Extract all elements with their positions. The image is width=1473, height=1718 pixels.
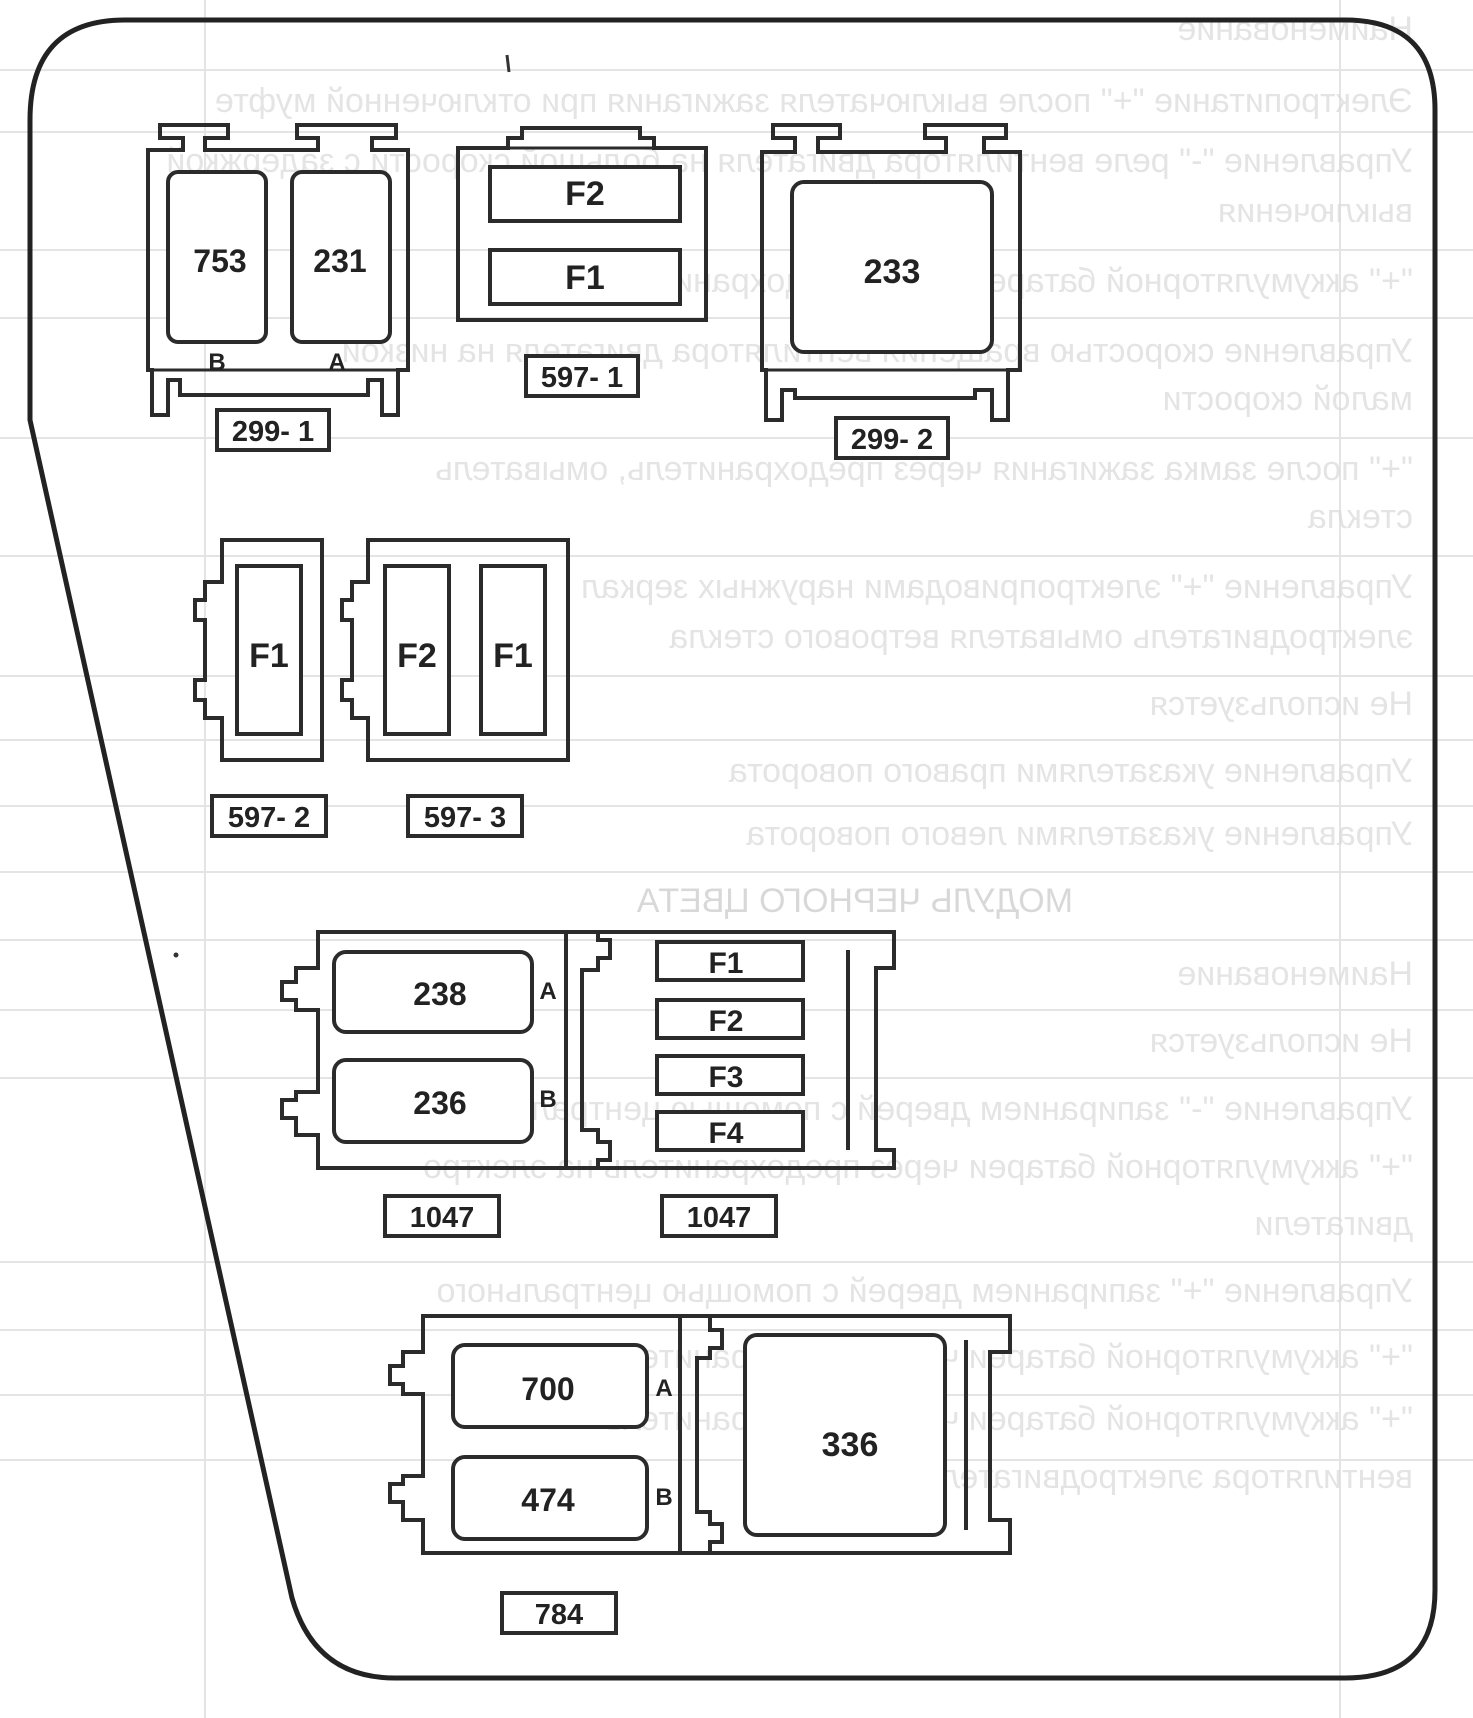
- relay-block-299-2: 233 299- 2: [760, 123, 1022, 460]
- fuse-slot-f1: [488, 248, 682, 306]
- block-tag-text: 1047: [687, 1202, 752, 1234]
- fuse-box-housing-outline: [27, 17, 1438, 1681]
- relay-slot-233: [790, 180, 994, 354]
- fuse-label-f1: F1: [249, 637, 289, 675]
- fuse-label-f4: F4: [708, 1117, 743, 1150]
- relay-slot-231: [290, 170, 392, 344]
- bleed-line: Наименование: [1177, 955, 1413, 993]
- background-bleed-text: Наименование Электропитание "+" после вы…: [166, 10, 1413, 1496]
- pin-label-a: A: [655, 1375, 672, 1402]
- bleed-line: малой скорости: [1163, 380, 1413, 418]
- pin-label-a: A: [539, 978, 556, 1005]
- bleed-line: электродвигатель омывателя ветрового сте…: [669, 618, 1413, 656]
- bleed-line: выключения: [1218, 192, 1413, 230]
- bleed-line: стекла: [1308, 498, 1413, 536]
- block-tag-text: 299- 2: [851, 424, 933, 456]
- relay-block-frame: [388, 1314, 682, 1555]
- bleed-line: "+" аккумуляторной батареи через предохр…: [604, 262, 1413, 300]
- bleed-line: Наименование: [1177, 10, 1413, 48]
- pin-label-b: B: [208, 349, 225, 376]
- fuse-block-1047-right: F1 F2 F3 F4 1047: [564, 930, 896, 1238]
- relay-number-236: 236: [413, 1085, 466, 1121]
- relay-slot-336: [743, 1333, 947, 1537]
- bleed-line: МОДУЛЬ ЧЕРНОГО ЦВЕТА: [636, 882, 1073, 920]
- pin-label-b: B: [655, 1484, 672, 1511]
- pin-label-a: A: [328, 349, 345, 376]
- block-tag-text: 1047: [410, 1202, 475, 1234]
- fuse-block-frame: [564, 930, 612, 1170]
- relay-slot-238: [332, 950, 534, 1034]
- bleed-line: Управление указателями левого поворота: [746, 815, 1413, 853]
- block-tag-text: 597- 3: [424, 802, 506, 834]
- relay-block-frame: [678, 1314, 724, 1555]
- bleed-line: Не используется: [1150, 685, 1413, 723]
- bleed-line: Управление "+" электроприводами наружных…: [581, 568, 1413, 606]
- fuse-slot-f2: [655, 998, 805, 1040]
- relay-number-700: 700: [521, 1371, 574, 1407]
- relay-block-299-1: 753 231 B A 299- 1: [146, 123, 410, 452]
- fuse-block-frame: [340, 538, 570, 762]
- block-tag-text: 597- 1: [541, 362, 623, 394]
- fuse-slot-f4: [655, 1110, 805, 1152]
- block-tag-text: 299- 1: [232, 416, 314, 448]
- block-tag-1047: [660, 1194, 778, 1238]
- fuse-slot-f1: [655, 940, 805, 982]
- fuse-slot-f2: [383, 564, 451, 736]
- block-tag-784: [500, 1591, 618, 1635]
- block-tag-597-2: [210, 794, 328, 838]
- bleed-line: "+" аккумуляторной батареи через предохр…: [604, 1400, 1413, 1438]
- fuse-label-f1: F1: [708, 947, 743, 980]
- bleed-line: Управление указателями правого поворота: [729, 752, 1413, 790]
- bleed-line: Управление "+" запиранием дверей с помощ…: [437, 1272, 1413, 1310]
- fuse-label-f3: F3: [708, 1061, 743, 1094]
- relay-slot-236: [332, 1058, 534, 1144]
- relay-slot-700: [451, 1343, 649, 1429]
- fuse-label-f2: F2: [397, 637, 437, 675]
- bleed-line: вентилятора электродвигателя: [922, 1458, 1413, 1496]
- relay-block-1047-left: 238 236 A B 1047: [280, 930, 568, 1238]
- relay-block-784: 700 474 336 A B 784: [388, 1314, 1012, 1635]
- block-tag-1047: [383, 1194, 501, 1238]
- fuse-block-frame: [598, 930, 896, 1170]
- fuse-block-frame: [456, 126, 708, 322]
- block-tag-597-1: [524, 354, 640, 398]
- block-tag-299-2: [834, 416, 950, 460]
- fuse-label-f2: F2: [565, 175, 605, 213]
- fuse-block-frame: [193, 538, 324, 762]
- relay-number-238: 238: [413, 976, 466, 1012]
- relay-slot-474: [451, 1455, 649, 1541]
- relay-number-233: 233: [864, 253, 921, 291]
- scan-mark: [505, 54, 511, 73]
- block-tag-text: 597- 2: [228, 802, 310, 834]
- scan-mark: [173, 952, 179, 958]
- bleed-line: Не используется: [1150, 1022, 1413, 1060]
- relay-block-frame: [280, 930, 568, 1170]
- fuse-label-f1: F1: [565, 259, 605, 297]
- fuse-block-597-1: F2 F1 597- 1: [456, 126, 708, 398]
- relay-slot-753: [166, 170, 268, 344]
- fuse-slot-f3: [655, 1054, 805, 1096]
- fuse-slot-f1: [479, 564, 547, 736]
- fuse-label-f1: F1: [493, 637, 533, 675]
- fuse-block-597-3: F2 F1 597- 3: [340, 538, 570, 838]
- fuse-slot-f2: [488, 165, 682, 223]
- bleed-line: двигатели: [1254, 1205, 1413, 1243]
- block-tag-299-1: [215, 408, 331, 452]
- relay-number-474: 474: [521, 1482, 575, 1518]
- block-tag-text: 784: [535, 1599, 583, 1631]
- relay-number-753: 753: [193, 243, 246, 279]
- fuse-label-f2: F2: [708, 1005, 743, 1038]
- pin-label-b: B: [539, 1086, 556, 1113]
- block-tag-597-3: [406, 794, 524, 838]
- fuse-block-597-2: F1 597- 2: [193, 538, 328, 838]
- bleed-line: Электропитание "+" после выключателя заж…: [215, 82, 1413, 120]
- fuse-slot-f1: [235, 564, 303, 736]
- bleed-line: Управление "-" запиранием дверей с помощ…: [445, 1090, 1413, 1128]
- relay-number-336: 336: [822, 1426, 879, 1464]
- relay-number-231: 231: [313, 243, 366, 279]
- relay-block-frame: [710, 1314, 1012, 1555]
